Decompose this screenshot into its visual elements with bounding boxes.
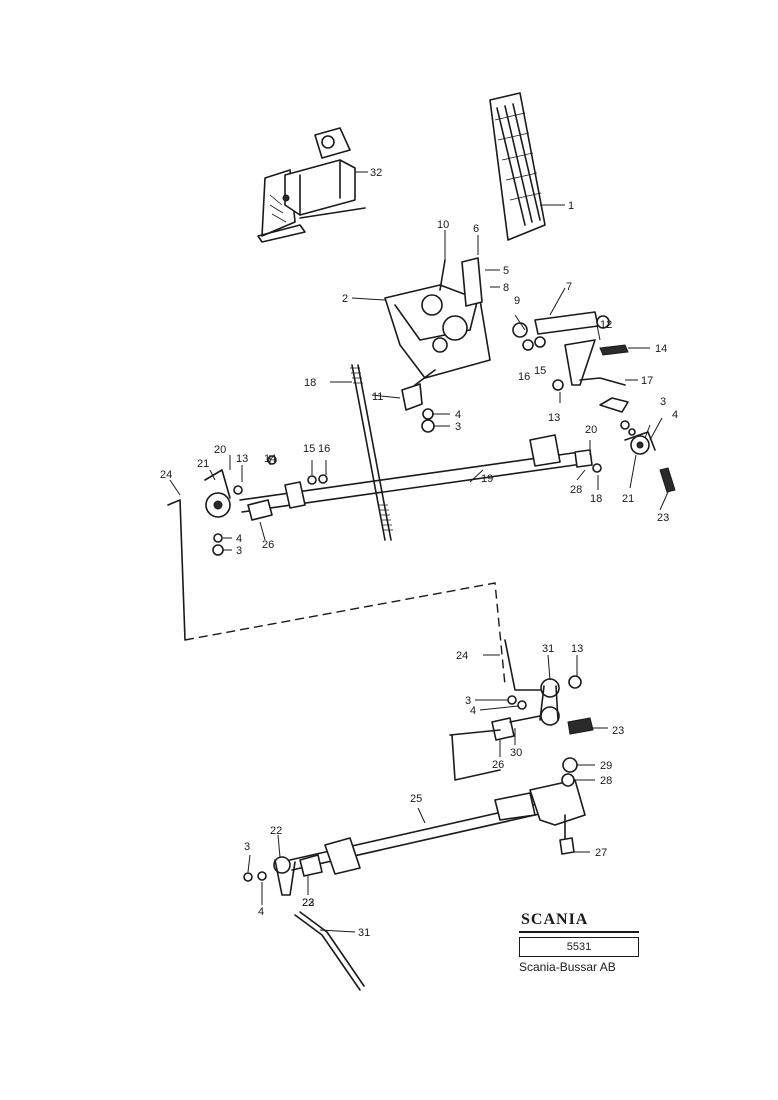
pedal-plate [489,92,546,241]
callout-24: 24 [160,469,172,481]
callout-16: 16 [518,371,530,383]
callout-8: 8 [503,282,509,294]
callout-4: 4 [470,705,476,717]
callout-19: 19 [481,473,493,485]
long-link-rod [167,499,541,691]
leader-lines [169,171,669,933]
lower-shaft-assembly [243,757,586,991]
callout-28: 28 [600,775,612,787]
callout-23: 23 [657,512,669,524]
callout-27: 27 [595,847,607,859]
callout-18: 18 [304,377,316,389]
callout-31: 31 [542,643,554,655]
callout-23: 23 [612,725,624,737]
callout-21: 21 [622,493,634,505]
callout-16: 16 [318,443,330,455]
callout-4: 4 [236,533,242,545]
callout-3: 3 [455,421,461,433]
threaded-rod [350,364,393,541]
scania-logo: SCANIA [519,909,639,933]
callout-15: 15 [303,443,315,455]
callout-3: 3 [660,396,666,408]
callout-32: 32 [370,167,382,179]
callout-4: 4 [455,409,461,421]
callout-4: 4 [672,409,678,421]
callout-6: 6 [473,223,479,235]
callout-28: 28 [570,484,582,496]
callout-26: 26 [492,759,504,771]
callout-12: 12 [600,319,612,331]
callout-13: 13 [571,643,583,655]
callout-3: 3 [465,695,471,707]
callout-7: 7 [566,281,572,293]
drawing-number: 5531 [519,937,639,957]
callout-26: 26 [262,539,274,551]
callout-30: 30 [510,747,522,759]
callout-labels: 1 2 3 3 3 3 3 4 4 4 4 4 5 6 7 8 9 10 11 … [160,167,678,939]
callout-4: 4 [258,906,264,918]
callout-2: 2 [342,293,348,305]
lower-lever-assembly [449,675,594,781]
callout-21: 21 [197,458,209,470]
callout-3: 3 [244,841,250,853]
actuator-cylinder-assembly [257,127,366,243]
pedal-bracket-assembly [384,257,629,433]
callout-13: 13 [548,412,560,424]
company-name: Scania-Bussar AB [519,960,616,974]
callout-3: 3 [236,545,242,557]
callout-10: 10 [437,219,449,231]
callout-22: 22 [302,897,314,909]
callout-18: 18 [590,493,602,505]
callout-25: 25 [410,793,422,805]
callout-11: 11 [372,391,383,403]
callout-20: 20 [214,444,226,456]
callout-24: 24 [456,650,468,662]
upper-cross-shaft [204,420,676,556]
callout-29: 29 [600,760,612,772]
callout-13: 13 [236,453,248,465]
callout-14: 14 [264,453,276,465]
title-block: SCANIA 5531 Scania-Bussar AB [519,909,639,974]
callout-22: 22 [270,825,282,837]
callout-1: 1 [568,200,574,212]
callout-9: 9 [514,295,520,307]
callout-14: 14 [655,343,667,355]
callout-15: 15 [534,365,546,377]
callout-23: 23 [302,897,314,909]
callout-17: 17 [641,375,653,387]
callout-5: 5 [503,265,509,277]
callout-20: 20 [585,424,597,436]
callout-31: 31 [358,927,370,939]
